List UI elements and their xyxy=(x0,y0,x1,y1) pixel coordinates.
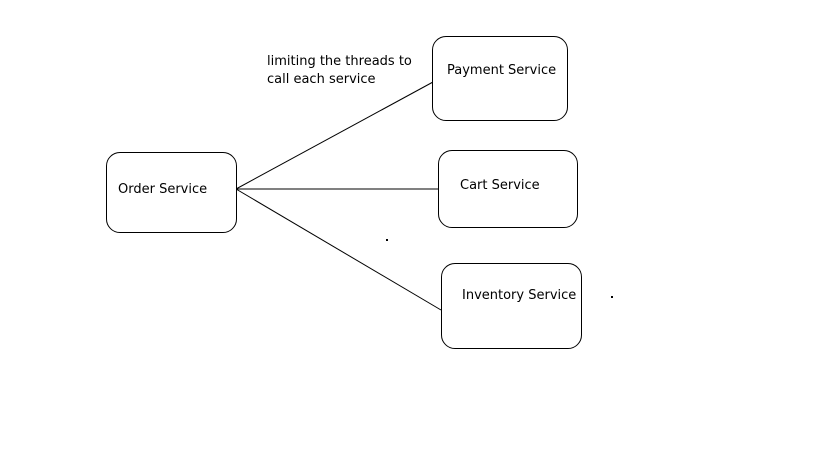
stray-dot xyxy=(386,239,388,241)
order-service-node: Order Service xyxy=(106,152,237,233)
edge-order-to-payment xyxy=(235,81,434,190)
annotation-line-1: limiting the threads to xyxy=(267,54,412,69)
thread-limit-annotation: limiting the threads to call each servic… xyxy=(267,53,412,89)
annotation-line-2: call each service xyxy=(267,72,376,87)
order-service-label: Order Service xyxy=(118,182,208,197)
stray-dot xyxy=(611,296,613,298)
payment-service-node: Payment Service xyxy=(432,36,568,121)
inventory-service-label: Inventory Service xyxy=(462,288,577,303)
inventory-service-node: Inventory Service xyxy=(441,263,582,349)
cart-service-node: Cart Service xyxy=(438,150,578,228)
cart-service-label: Cart Service xyxy=(460,178,540,193)
payment-service-label: Payment Service xyxy=(447,63,557,78)
edge-order-to-inventory xyxy=(235,188,442,311)
